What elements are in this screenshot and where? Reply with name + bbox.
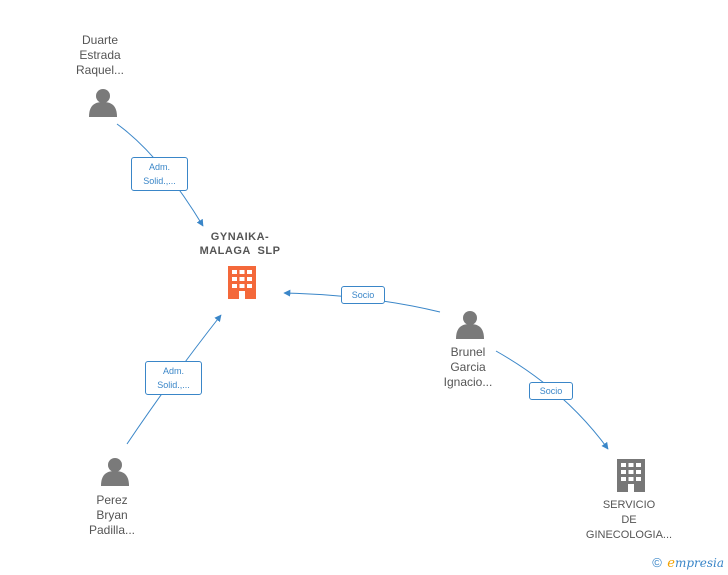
node-label-line: Perez — [96, 493, 128, 507]
brand-name: mpresia — [674, 556, 724, 570]
node-label-gynaika[interactable]: GYNAIKA- MALAGA SLP — [180, 230, 300, 258]
edge-badge-line: Adm. — [148, 162, 170, 172]
node-label-line: Duarte — [81, 33, 119, 47]
building-icon[interactable] — [617, 459, 645, 492]
footer-brand[interactable]: © empresia — [652, 555, 724, 571]
node-label-line: DE — [621, 514, 637, 526]
person-icon[interactable] — [101, 458, 129, 486]
edge-brunel-servicio — [495, 350, 609, 450]
edge-badge-socio[interactable]: Socio — [341, 286, 385, 304]
edge-badge-line: Socio — [539, 386, 563, 396]
node-label-line: Estrada — [79, 48, 121, 62]
edge-badge-line: Solid.,... — [157, 380, 190, 390]
node-label-duarte[interactable]: Duarte Estrada Raquel... — [60, 33, 140, 78]
node-label-perez[interactable]: Perez Bryan Padilla... — [72, 493, 152, 538]
node-label-brunel[interactable]: Brunel Garcia Ignacio... — [428, 345, 508, 390]
edge-badge-line: Solid.,... — [143, 176, 176, 186]
brand-initial: e — [667, 556, 675, 571]
node-label-line: Brunel — [450, 345, 486, 359]
node-label-line: Bryan — [96, 508, 128, 522]
person-icon[interactable] — [456, 311, 484, 339]
node-label-line: SERVICIO — [602, 499, 656, 511]
node-label-line: Ignacio... — [443, 375, 493, 389]
edge-badge-line: Adm. — [162, 366, 184, 376]
edge-badge-socio[interactable]: Socio — [529, 382, 573, 400]
node-label-servicio[interactable]: SERVICIO DE GINECOLOGIA... — [574, 498, 684, 543]
copyright-symbol: © — [652, 555, 662, 570]
node-label-line: MALAGA SLP — [199, 245, 281, 257]
edge-badge-adm-solid[interactable]: Adm. Solid.,... — [145, 361, 202, 395]
node-label-line: Garcia — [450, 360, 486, 374]
edge-badge-line: Socio — [351, 290, 375, 300]
node-label-line: Raquel... — [75, 63, 125, 77]
node-label-line: Padilla... — [88, 523, 136, 537]
edge-badge-adm-solid[interactable]: Adm. Solid.,... — [131, 157, 188, 191]
node-label-line: GYNAIKA- — [210, 231, 270, 243]
building-icon[interactable] — [228, 266, 256, 299]
node-label-line: GINECOLOGIA... — [585, 529, 673, 541]
person-icon[interactable] — [89, 89, 117, 117]
